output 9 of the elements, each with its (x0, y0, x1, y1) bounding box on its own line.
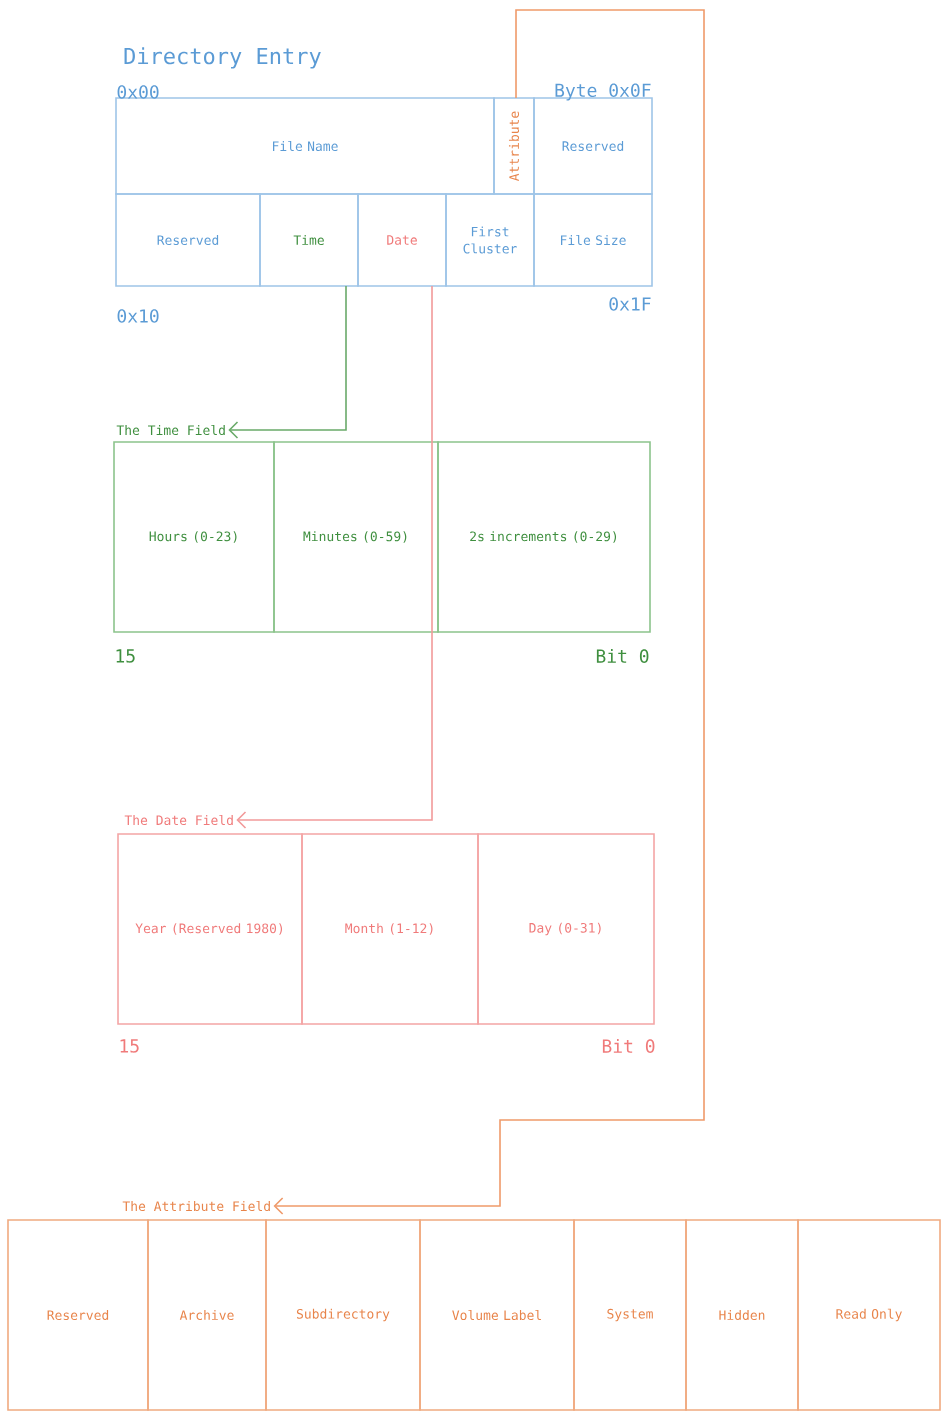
bit-label: Bit 0 (596, 649, 649, 663)
title: Directory Entry (124, 47, 321, 69)
connector-arrow (228, 285, 347, 439)
bit-label: 0x00 (117, 85, 159, 99)
bit-label: 0x10 (117, 309, 159, 323)
connector-arrow (273, 9, 705, 1215)
bit-label: Byte 0x0F (555, 83, 651, 101)
connector-arrow (236, 285, 433, 829)
bit-label: 15 (116, 649, 135, 663)
